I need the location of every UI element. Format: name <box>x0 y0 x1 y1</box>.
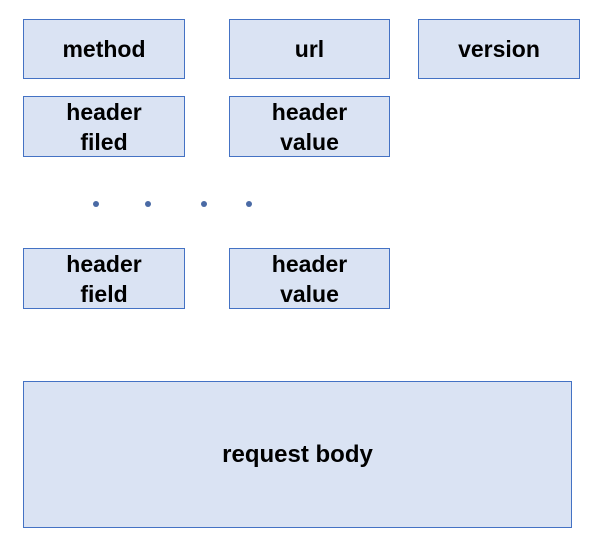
ellipsis-dot <box>93 201 99 207</box>
header-value-box-2: header value <box>229 248 390 309</box>
header-value-label-1: header value <box>271 98 348 155</box>
method-label: method <box>62 36 146 62</box>
header-field-box-2: header field <box>23 248 185 309</box>
ellipsis-dot <box>246 201 252 207</box>
url-label: url <box>294 36 325 62</box>
ellipsis-dot <box>201 201 207 207</box>
request-line-version-box: version <box>418 19 580 79</box>
header-field-box-1: header filed <box>23 96 185 157</box>
header-value-label-2: header value <box>271 250 348 307</box>
request-line-method-box: method <box>23 19 185 79</box>
request-line-url-box: url <box>229 19 390 79</box>
ellipsis-dot <box>145 201 151 207</box>
version-label: version <box>458 36 540 62</box>
header-field-label-2: header field <box>66 250 142 307</box>
header-value-box-1: header value <box>229 96 390 157</box>
request-body-box: request body <box>23 381 572 528</box>
header-field-label-1: header filed <box>66 98 142 155</box>
request-body-label: request body <box>222 440 373 468</box>
